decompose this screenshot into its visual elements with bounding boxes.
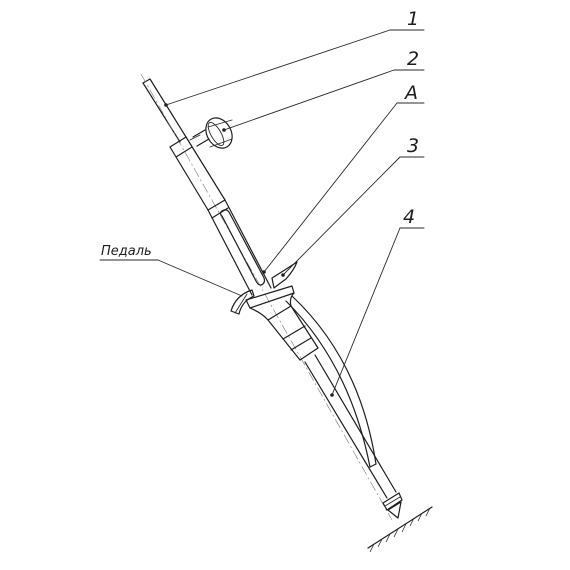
clamp-screw [192,117,233,149]
slotted-tube [207,199,272,296]
rod-lower [304,354,397,499]
callout-label-3: 3 [407,135,419,157]
collar [245,285,319,361]
leaf-spring [285,295,377,468]
callout-label-1: 1 [407,8,419,30]
tip [382,492,403,519]
pedal-label: Педаль [101,244,152,259]
rod-upper [140,73,393,521]
ground-hatching [367,506,433,553]
clamp-sleeve [169,134,226,211]
callout-label-a: A [403,82,418,104]
callout-label-2: 2 [407,48,419,70]
leader-lines [99,29,425,396]
curved-fin [271,261,298,289]
callout-label-4: 4 [403,206,415,228]
pedal [230,289,255,315]
